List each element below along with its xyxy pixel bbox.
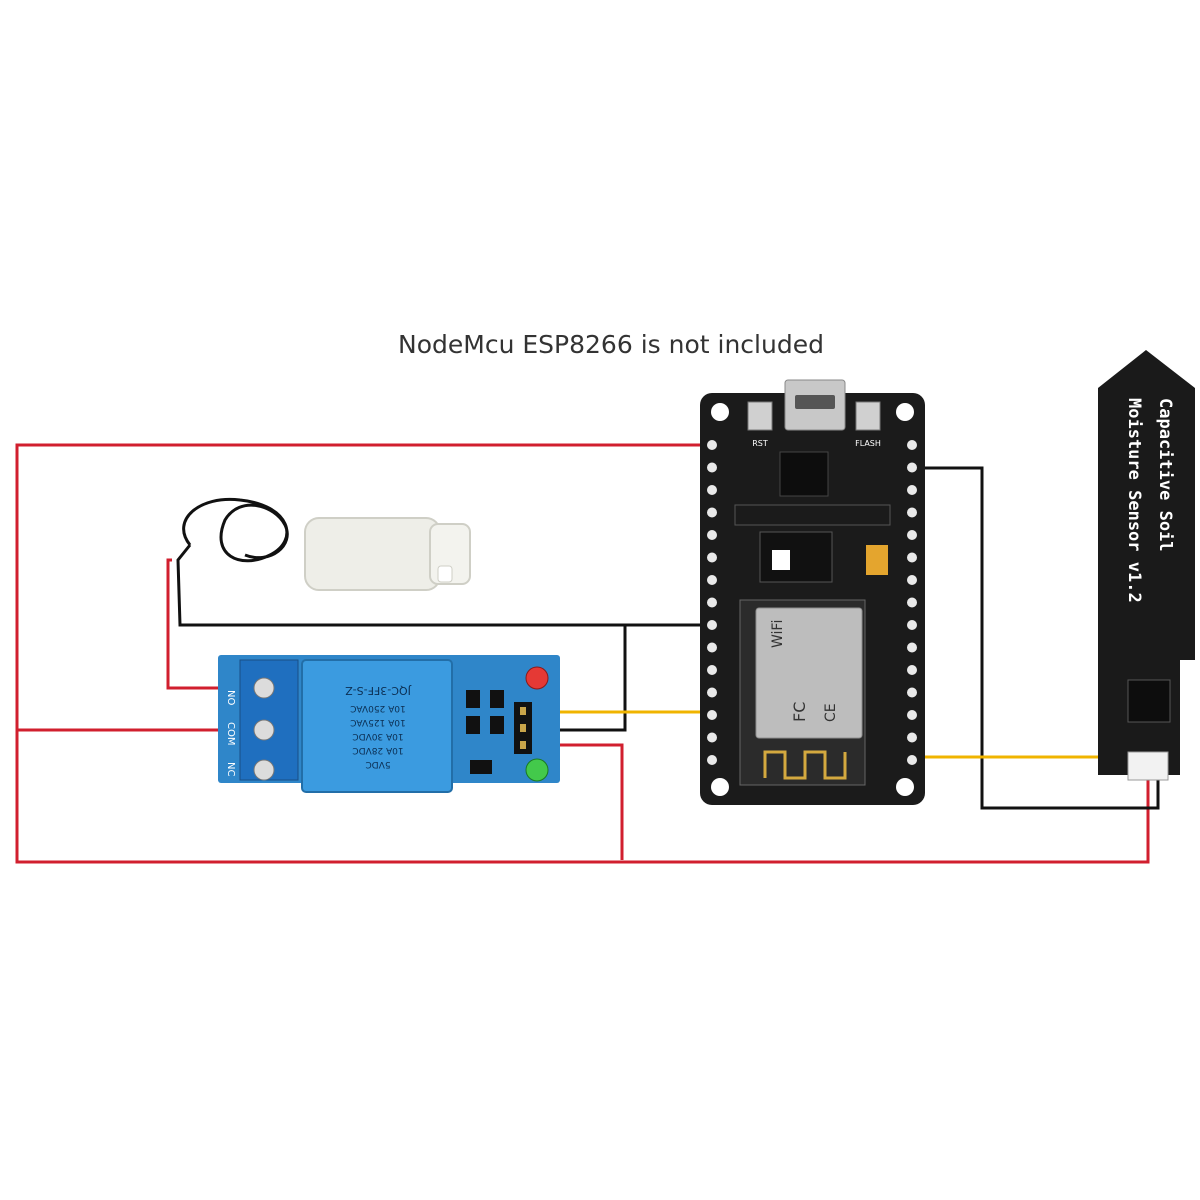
mount-hole-bl [711, 778, 729, 796]
relay-rating-1: 10A 250VAC [350, 703, 406, 713]
left-pin-2 [707, 462, 717, 473]
terminal-label-no: NO [225, 690, 236, 705]
nodemcu-right-pins [907, 440, 917, 765]
pcb-antenna [763, 750, 847, 780]
wifi-logo: WiFi [770, 620, 786, 648]
terminal-screw-nc [253, 759, 275, 781]
left-pin-4 [707, 507, 717, 518]
soil-moisture-sensor: Capacitive Soil Moisture Sensor v1.2 [1098, 350, 1195, 781]
mount-hole-br [896, 778, 914, 796]
left-pin-1 [707, 440, 717, 450]
pump-coil-wires [182, 497, 289, 563]
left-pin-14 [707, 732, 717, 743]
right-pin-7 [907, 575, 917, 585]
sensor-chip [1127, 679, 1171, 723]
pad-row [734, 504, 891, 526]
pump-body [304, 517, 441, 591]
right-pin-15 [907, 755, 917, 765]
relay-pin-vcc [520, 741, 526, 749]
right-pin-6 [907, 552, 917, 563]
sensor-probe-body [1098, 350, 1195, 775]
sensor-label-line1: Capacitive Soil [1155, 398, 1175, 552]
right-pin-12 [907, 687, 917, 698]
pump-outlet [437, 565, 453, 583]
black-wire-pump-ground [176, 544, 712, 627]
sensor-connector [1127, 751, 1169, 781]
left-pin-13 [707, 710, 717, 720]
rst-button [747, 401, 773, 431]
water-pump [182, 497, 471, 591]
capacitor [866, 545, 888, 575]
regulator-tab [772, 550, 790, 570]
esp12-shield [755, 607, 863, 739]
right-pin-10 [907, 642, 917, 653]
relay-rating-4: 10A 28VDC [352, 745, 403, 755]
left-pin-12 [707, 687, 717, 698]
mount-hole-tr [896, 403, 914, 421]
relay-led-red [525, 666, 549, 690]
relay-smd-3 [490, 690, 504, 708]
relay-pin-gnd [520, 724, 526, 732]
black-wires [176, 466, 1160, 810]
relay-model-text: JQC-3FF-S-Z [345, 684, 412, 697]
rst-label: RST [752, 439, 768, 448]
right-pin-1 [907, 440, 917, 450]
relay-rating-2: 10A 125VAC [350, 717, 406, 727]
left-pin-3 [707, 485, 717, 495]
black-wire-relay-gnd [528, 625, 627, 732]
right-pin-14 [907, 732, 917, 743]
left-pin-10 [707, 642, 717, 653]
voltage-regulator [759, 531, 833, 583]
relay-smd-1 [466, 690, 480, 708]
relay-smd-4 [490, 716, 504, 734]
right-pin-11 [907, 665, 917, 675]
red-wire-vcc-loop [15, 443, 1150, 864]
red-wire-pump-to-no [166, 558, 264, 690]
relay-transistor [470, 760, 492, 774]
usb-slot [795, 395, 835, 409]
mount-hole-tl [711, 403, 729, 421]
right-pin-5 [907, 530, 917, 540]
right-pin-3 [907, 485, 917, 495]
left-pin-15 [707, 755, 717, 765]
nodemcu-left-pins [707, 440, 717, 765]
left-pin-7 [707, 575, 717, 585]
left-pin-9 [707, 620, 717, 630]
relay-coil-text: 5VDC [365, 759, 390, 769]
left-pin-5 [707, 530, 717, 540]
nodemcu-board: RST FLASH WiFi FC CE [700, 379, 925, 805]
right-pin-2 [907, 462, 917, 473]
fcc-logo: FC [790, 702, 809, 722]
right-pin-4 [907, 507, 917, 518]
left-pin-11 [707, 665, 717, 675]
ce-logo: CE [823, 703, 839, 722]
left-pin-6 [707, 552, 717, 563]
flash-label: FLASH [855, 439, 881, 448]
usb-chip [779, 451, 829, 497]
right-pin-13 [907, 710, 917, 720]
terminal-screw-no [253, 677, 275, 699]
terminal-label-nc: NC [225, 762, 236, 776]
terminal-label-com: COM [225, 722, 236, 745]
black-wire-sensor-gnd [912, 466, 1160, 810]
relay-cube [301, 659, 453, 793]
flash-button [855, 401, 881, 431]
terminal-screw-com [253, 719, 275, 741]
relay-module: NO COM NC JQC-3FF-S-Z 10A 250VAC 10A 125… [218, 655, 560, 793]
red-wires [15, 443, 1150, 864]
relay-led-green [525, 758, 549, 782]
right-pin-9 [907, 620, 917, 630]
right-pin-8 [907, 597, 917, 608]
sensor-label-line2: Moisture Sensor v1.2 [1124, 398, 1144, 603]
left-pin-8 [707, 597, 717, 608]
caption: NodeMcu ESP8266 is not included [398, 330, 824, 359]
relay-rating-3: 10A 30VDC [352, 731, 403, 741]
relay-smd-2 [466, 716, 480, 734]
relay-pin-in [520, 707, 526, 715]
